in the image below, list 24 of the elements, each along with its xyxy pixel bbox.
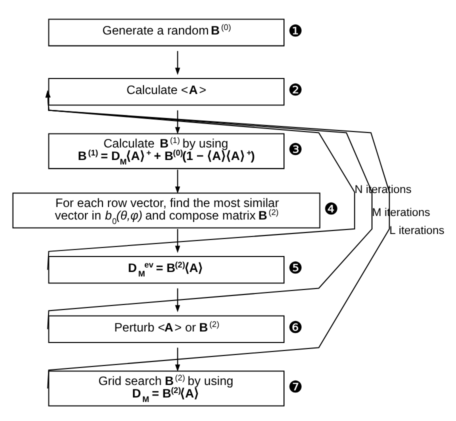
node-label: ❷: [288, 80, 303, 100]
node-box: Grid search B$^{(2)}$ by using D$_{M}$ = B$^{(2)}$⟨A⟩: [48, 370, 285, 406]
node-box: Calculate B$^{(1)}$ by using B$^{(1)}$ = D$_{M}$⟨A⟩$^{+}$ + B$^{(0)}$(1 − ⟨A⟩⟨A⟩$^{+}$): [48, 133, 285, 170]
node-label: ❶: [288, 21, 303, 40]
arrow: [175, 110, 180, 134]
arrow: [46, 90, 356, 270]
edge-label: L iterations: [389, 225, 444, 238]
node-label: ❹: [324, 199, 339, 218]
node-box: Generate a random B$^{(0)}$: [48, 18, 285, 46]
arrow: [175, 288, 180, 312]
node-label: ❺: [288, 258, 303, 278]
node-label: ❸: [288, 140, 303, 160]
node-box: D$_{M}$$^{ev}$ = B$^{(2)}$⟨A⟩: [48, 256, 285, 284]
arrow: [175, 170, 180, 194]
node-label: ❻: [288, 318, 303, 338]
node-label: ❼: [288, 377, 303, 396]
arrow: [175, 229, 180, 253]
node-box: For each row vector, find the most similar vector in b$_{0}$(θ,φ) and compose matrix B$^{(2)}$: [12, 192, 320, 228]
arrow: [175, 51, 180, 75]
arrow: [46, 90, 372, 330]
arrow: [175, 348, 180, 372]
arrow: [46, 90, 390, 389]
node-box: Calculate <A>: [48, 78, 285, 106]
node-box: Perturb <A> or B$^{(2)}$: [48, 315, 285, 343]
